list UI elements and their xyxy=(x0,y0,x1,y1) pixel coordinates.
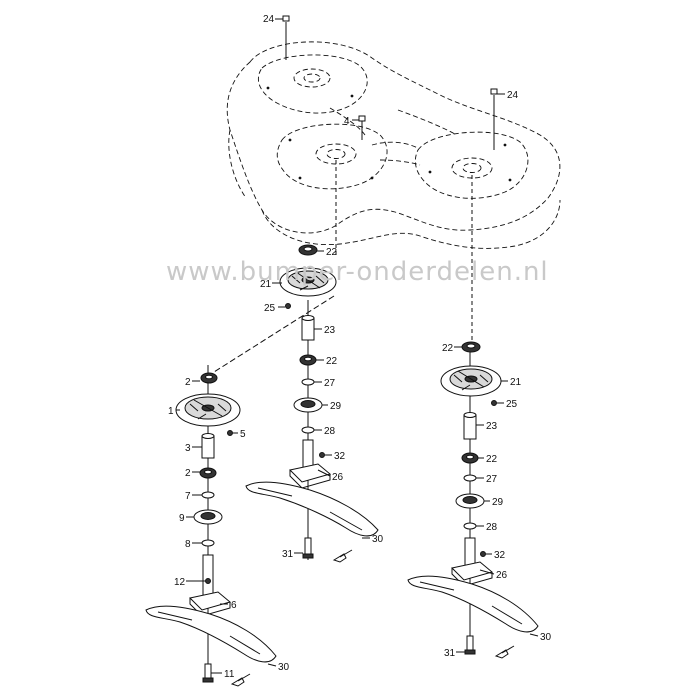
seal-29-center xyxy=(293,397,323,413)
callout-26: 26 xyxy=(332,472,344,483)
rotation-arrow-icon xyxy=(332,549,353,563)
callout-25: 25 xyxy=(264,303,276,314)
washer-27-center xyxy=(301,378,315,386)
blade-holder-26-right xyxy=(450,537,494,587)
right-spindle-assembly xyxy=(407,341,539,659)
callout-labels: 24 24 4 22 21 25 23 22 27 29 28 32 26 30… xyxy=(168,14,552,680)
washer-27-right xyxy=(463,474,477,482)
leader-lines xyxy=(176,18,539,674)
bolt-31-center xyxy=(302,537,314,559)
callout-23: 23 xyxy=(324,325,336,336)
callout-27: 27 xyxy=(324,378,336,389)
spacer-23-right xyxy=(463,412,477,440)
washer-8-left xyxy=(201,539,215,547)
callout-6: 6 xyxy=(231,600,237,611)
seal-29-right xyxy=(455,493,485,509)
bolt-31-right xyxy=(464,635,476,655)
bearing-22-right xyxy=(461,452,479,464)
pulley-1-left xyxy=(175,393,241,427)
washer-7-left xyxy=(201,491,215,499)
bearing-2-left xyxy=(199,467,217,479)
callout-23: 23 xyxy=(486,421,498,432)
callout-24-right: 24 xyxy=(507,90,519,101)
center-spindle-assembly xyxy=(245,244,379,563)
blade-30-left xyxy=(145,605,277,663)
callout-31: 31 xyxy=(444,648,456,659)
nut-5-left xyxy=(227,430,233,436)
nut-25-center xyxy=(285,303,291,309)
callout-22: 22 xyxy=(486,454,498,465)
bolt-11-left xyxy=(202,663,214,683)
pulley-21-right xyxy=(440,365,502,397)
blade-holder-26-center xyxy=(288,439,332,489)
left-spindle-assembly xyxy=(145,372,277,687)
washer-28-right xyxy=(463,522,477,530)
callout-9: 9 xyxy=(179,513,185,524)
callout-29: 29 xyxy=(492,497,504,508)
callout-11: 11 xyxy=(224,669,235,680)
callout-30: 30 xyxy=(372,534,384,545)
blade-holder-6-left xyxy=(188,554,232,617)
mower-deck xyxy=(226,41,561,249)
callout-25: 25 xyxy=(506,399,518,410)
callout-26: 26 xyxy=(496,570,508,581)
callout-31: 31 xyxy=(282,549,294,560)
callout-7: 7 xyxy=(185,491,191,502)
bearing-2-left-top xyxy=(200,372,218,384)
callout-30: 30 xyxy=(540,632,552,643)
callout-27: 27 xyxy=(486,474,498,485)
callout-2: 2 xyxy=(185,468,191,479)
callout-30: 30 xyxy=(278,662,290,673)
callout-1: 1 xyxy=(168,406,174,417)
callout-4: 4 xyxy=(344,116,350,127)
callout-32: 32 xyxy=(334,451,346,462)
callout-22: 22 xyxy=(442,343,454,354)
callout-22: 22 xyxy=(326,247,338,258)
bearing-22-center-top xyxy=(298,244,318,256)
callout-3: 3 xyxy=(185,443,191,454)
callout-32: 32 xyxy=(494,550,506,561)
nut-25-right xyxy=(491,400,497,406)
callout-24-top: 24 xyxy=(263,14,275,25)
washer-28-center xyxy=(301,426,315,434)
watermark-text: www.bumper-onderdelen.nl xyxy=(166,257,549,287)
spacer-3-left xyxy=(201,433,215,459)
callout-21: 21 xyxy=(260,279,272,290)
blade-30-center xyxy=(245,481,379,537)
bearing-22-center xyxy=(299,354,317,366)
callout-12: 12 xyxy=(174,577,186,588)
spacer-23-center xyxy=(301,315,315,341)
pulley-21-center xyxy=(279,267,337,297)
callout-22: 22 xyxy=(326,356,338,367)
bearing-22-right-top xyxy=(461,341,481,353)
callout-8: 8 xyxy=(185,539,191,550)
blade-30-right xyxy=(407,575,539,633)
callout-28: 28 xyxy=(486,522,498,533)
callout-21: 21 xyxy=(510,377,522,388)
callout-5: 5 xyxy=(240,429,246,440)
callout-2: 2 xyxy=(185,377,191,388)
rotation-arrow-icon xyxy=(230,673,251,687)
callout-28: 28 xyxy=(324,426,336,437)
seal-9-left xyxy=(193,509,223,525)
callout-29: 29 xyxy=(330,401,342,412)
rotation-arrow-icon xyxy=(494,645,515,659)
